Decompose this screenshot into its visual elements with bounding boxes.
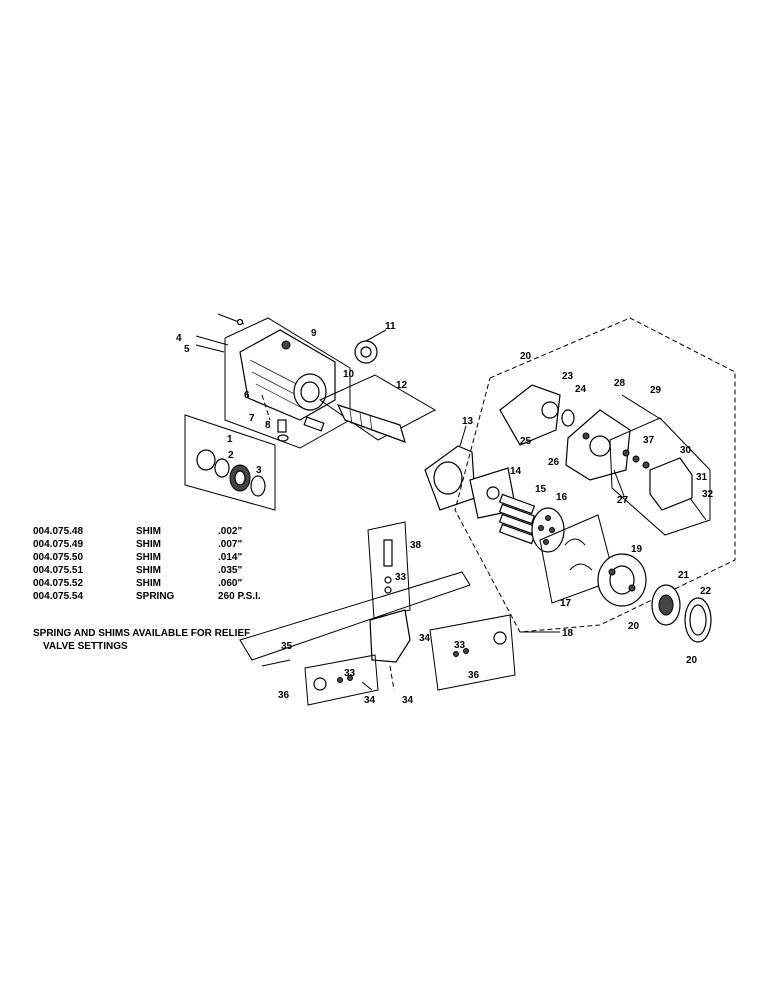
callout-27: 27 [617, 495, 629, 506]
note-line-1: SPRING AND SHIMS AVAILABLE FOR RELIEF [33, 628, 251, 639]
seal-kit-group [184, 414, 276, 511]
callout-20-top: 20 [520, 351, 532, 362]
part-description: SHIM [136, 552, 161, 563]
part-number: 004.075.52 [33, 578, 84, 589]
callout-32: 32 [702, 489, 714, 500]
callout-1: 1 [227, 434, 233, 445]
shaft-group [303, 329, 437, 443]
callout-21: 21 [678, 570, 690, 581]
callout-25: 25 [520, 436, 532, 447]
part-number: 004.075.50 [33, 552, 84, 563]
callout-37: 37 [643, 435, 655, 446]
callout-10: 10 [343, 369, 355, 380]
parts-table: 004.075.48 SHIM .002" 004.075.49 SHIM .0… [33, 525, 261, 603]
part-description: SHIM [136, 578, 161, 589]
callout-36-left: 36 [278, 690, 290, 701]
callout-labels: 1 2 3 4 5 6 7 8 9 10 11 12 13 14 15 16 1… [176, 321, 714, 706]
callout-15: 15 [535, 484, 547, 495]
callout-22: 22 [700, 586, 712, 597]
part-value: .035" [218, 565, 243, 576]
callout-34-top: 34 [419, 633, 431, 644]
part-description: SHIM [136, 539, 161, 550]
callout-24: 24 [575, 384, 587, 395]
note-line-2: VALVE SETTINGS [43, 641, 128, 652]
gear-housing-13 [424, 425, 476, 511]
part-description: SHIM [136, 526, 161, 537]
table-row: 004.075.54 SPRING 260 P.S.I. [33, 590, 261, 603]
callout-20-mid: 20 [628, 621, 640, 632]
callout-3: 3 [256, 465, 262, 476]
callout-38: 38 [410, 540, 422, 551]
callout-33-top: 33 [395, 572, 407, 583]
part-value: .002" [218, 526, 243, 537]
callout-16: 16 [556, 492, 568, 503]
relief-valve-note: SPRING AND SHIMS AVAILABLE FOR RELIEF VA… [33, 627, 293, 653]
part-number: 004.075.49 [33, 539, 84, 550]
part-description: SHIM [136, 565, 161, 576]
table-row: 004.075.49 SHIM .007" [33, 538, 261, 551]
callout-29: 29 [650, 385, 662, 396]
relief-valve-group [239, 521, 516, 706]
part-number: 004.075.54 [33, 591, 84, 602]
callout-7: 7 [249, 413, 255, 424]
callout-26: 26 [548, 457, 560, 468]
callout-34-left: 34 [364, 695, 376, 706]
callout-23: 23 [562, 371, 574, 382]
part-value: 260 P.S.I. [218, 591, 261, 602]
housing-group [195, 313, 351, 449]
callout-17: 17 [560, 598, 572, 609]
motor-assembly-group [454, 317, 736, 643]
part-number: 004.075.51 [33, 565, 84, 576]
callout-28: 28 [614, 378, 626, 389]
part-value: .060" [218, 578, 243, 589]
callout-12: 12 [396, 380, 408, 391]
callout-2: 2 [228, 450, 234, 461]
callout-11: 11 [385, 321, 396, 332]
table-row: 004.075.50 SHIM .014" [33, 551, 261, 564]
callout-8: 8 [265, 420, 271, 431]
callout-14: 14 [510, 466, 522, 477]
part-description: SPRING [136, 591, 175, 602]
callout-30: 30 [680, 445, 692, 456]
callout-34-right: 34 [402, 695, 414, 706]
callout-5: 5 [184, 344, 190, 355]
part-value: .007" [218, 539, 243, 550]
callout-31: 31 [696, 472, 708, 483]
callout-13: 13 [462, 416, 474, 427]
callout-33-right: 33 [454, 640, 466, 651]
callout-20-bottom: 20 [686, 655, 698, 666]
callout-9: 9 [311, 328, 317, 339]
parts-table-body: 004.075.48 SHIM .002" 004.075.49 SHIM .0… [33, 525, 261, 603]
table-row: 004.075.48 SHIM .002" [33, 525, 261, 538]
callout-33-left: 33 [344, 668, 356, 679]
callout-36-right: 36 [468, 670, 480, 681]
table-row: 004.075.51 SHIM .035" [33, 564, 261, 577]
callout-6: 6 [244, 390, 250, 401]
table-row: 004.075.52 SHIM .060" [33, 577, 261, 590]
part-value: .014" [218, 552, 243, 563]
callout-4: 4 [176, 333, 182, 344]
callout-18: 18 [562, 628, 574, 639]
part-number: 004.075.48 [33, 526, 84, 537]
callout-19: 19 [631, 544, 643, 555]
callout-35: 35 [281, 641, 293, 652]
